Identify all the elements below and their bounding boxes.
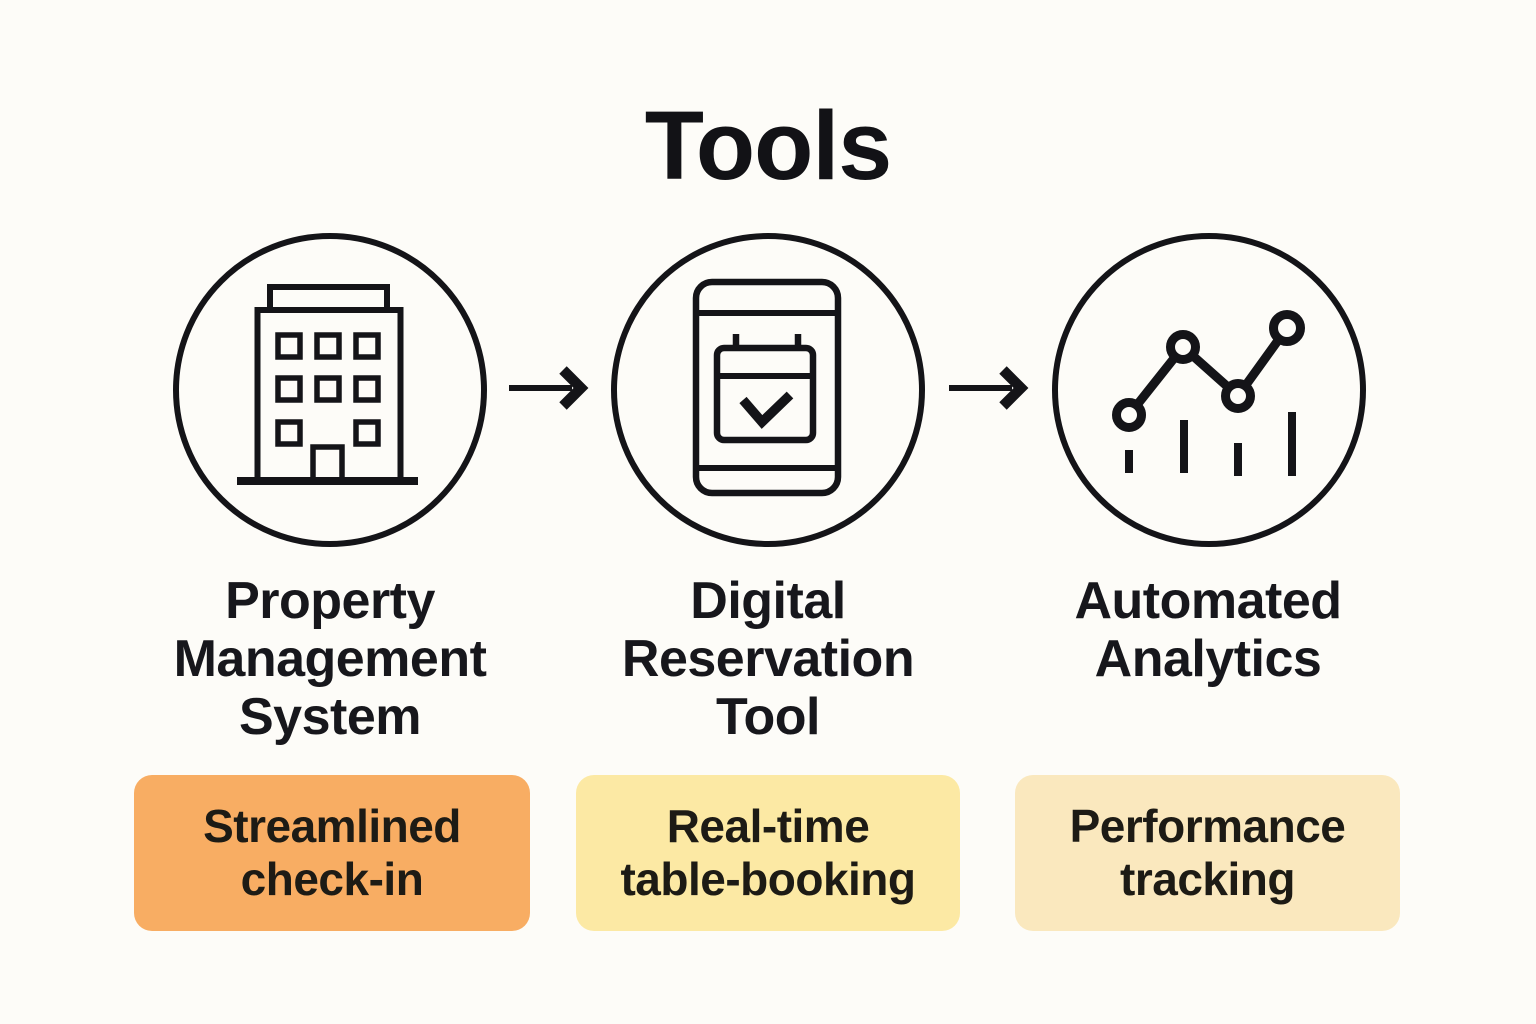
label-line: Tool bbox=[716, 688, 820, 746]
benefit-badge-streamlined-check-in: Streamlined check-in bbox=[134, 775, 530, 931]
badge-text: Performance tracking bbox=[1069, 800, 1346, 905]
label-line: Digital bbox=[690, 572, 846, 630]
label-line: Management bbox=[173, 630, 487, 688]
badge-text: Streamlined check-in bbox=[203, 800, 461, 905]
connector-1 bbox=[503, 357, 593, 419]
arrow-right-icon bbox=[949, 366, 1029, 410]
line-chart-icon bbox=[1052, 233, 1366, 547]
tool-name-automated-analytics: Automated Analytics bbox=[978, 572, 1438, 688]
tool-name-property-management-system: Property Management System bbox=[100, 572, 560, 746]
benefit-badge-real-time-table-booking: Real-time table-booking bbox=[576, 775, 960, 931]
badge-text: Real-time table-booking bbox=[620, 800, 916, 905]
label-line: Analytics bbox=[1094, 630, 1322, 688]
label-line: System bbox=[239, 688, 422, 746]
digital-reservation-circle bbox=[610, 232, 926, 548]
property-management-circle bbox=[172, 232, 488, 548]
page-title: Tools bbox=[644, 91, 892, 200]
label-line: Automated bbox=[1074, 572, 1342, 630]
label-line: Property bbox=[225, 572, 435, 630]
arrow-right-icon bbox=[509, 366, 589, 410]
building-icon bbox=[173, 233, 487, 547]
tablet-calendar-icon bbox=[611, 233, 925, 547]
automated-analytics-circle bbox=[1051, 232, 1367, 548]
tool-name-digital-reservation-tool: Digital Reservation Tool bbox=[538, 572, 998, 746]
connector-2 bbox=[943, 357, 1033, 419]
benefit-badge-performance-tracking: Performance tracking bbox=[1015, 775, 1400, 931]
label-line: Reservation bbox=[621, 630, 915, 688]
